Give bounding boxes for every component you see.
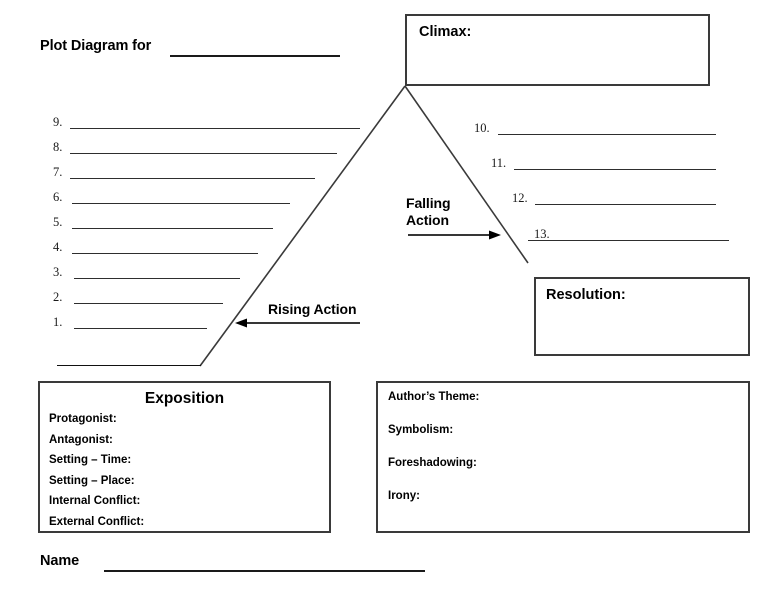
exposition-title: Exposition [144, 390, 225, 407]
falling-item-blank-line[interactable] [514, 169, 716, 170]
rising-item-blank-line[interactable] [72, 228, 273, 229]
rising-baseline [57, 365, 201, 366]
rising-item-number: 8. [53, 140, 63, 154]
rising-item-blank-line[interactable] [74, 328, 207, 329]
resolution-box[interactable]: Resolution: [534, 277, 750, 356]
exposition-item: External Conflict: [49, 515, 145, 528]
falling-item-blank-line[interactable] [528, 240, 729, 241]
exposition-box[interactable]: Exposition Protagonist: Antagonist: Settin… [38, 381, 331, 533]
theme-item: Foreshadowing: [388, 457, 477, 469]
rising-item-number: 6. [53, 190, 63, 204]
falling-item-number: 12. [512, 191, 528, 205]
falling-item-number: 11. [491, 156, 507, 170]
falling-item-blank-line[interactable] [498, 134, 716, 135]
rising-item-blank-line[interactable] [70, 178, 315, 179]
rising-item-number: 5. [53, 215, 63, 229]
rising-action-arrow [235, 318, 360, 328]
resolution-label: Resolution: [546, 287, 626, 303]
theme-item: Symbolism: [388, 424, 454, 436]
rising-item-blank-line[interactable] [72, 253, 258, 254]
theme-item: Author’s Theme: [388, 391, 480, 403]
rising-item-blank-line[interactable] [70, 153, 337, 154]
name-blank-line[interactable] [104, 570, 425, 572]
author-theme-box[interactable]: Author’s Theme: Symbolism: Foreshadowing: I… [376, 381, 750, 533]
exposition-item: Protagonist: [49, 413, 117, 425]
rising-item-number: 3. [53, 265, 63, 279]
climax-label: Climax: [419, 24, 472, 40]
rising-item-number: 2. [53, 290, 63, 304]
falling-action-arrow [408, 230, 501, 240]
rising-item-blank-line[interactable] [72, 203, 290, 204]
name-label: Name [40, 553, 80, 569]
rising-item-number: 7. [53, 165, 63, 179]
exposition-item: Antagonist: [49, 433, 113, 446]
theme-item: Irony: [388, 490, 420, 502]
rising-item-number: 4. [53, 240, 63, 254]
rising-action-label: Rising Action [268, 301, 357, 317]
rising-item-blank-line[interactable] [74, 303, 223, 304]
exposition-item: Internal Conflict: [49, 495, 141, 507]
rising-item-blank-line[interactable] [74, 278, 240, 279]
rising-item-number: 1. [53, 315, 63, 329]
falling-action-diagonal [404, 85, 529, 264]
climax-box[interactable]: Climax: [405, 14, 710, 86]
rising-item-number: 9. [53, 115, 63, 129]
falling-item-number: 13. [534, 227, 550, 241]
exposition-item: Setting – Time: [49, 454, 132, 466]
falling-item-number: 10. [474, 121, 490, 135]
title-blank-line[interactable] [170, 55, 340, 57]
falling-action-label: Falling Action [406, 195, 451, 228]
rising-item-blank-line[interactable] [70, 128, 360, 129]
exposition-item: Setting – Place: [49, 474, 135, 487]
falling-item-blank-line[interactable] [535, 204, 716, 205]
page-title: Plot Diagram for [40, 38, 152, 54]
